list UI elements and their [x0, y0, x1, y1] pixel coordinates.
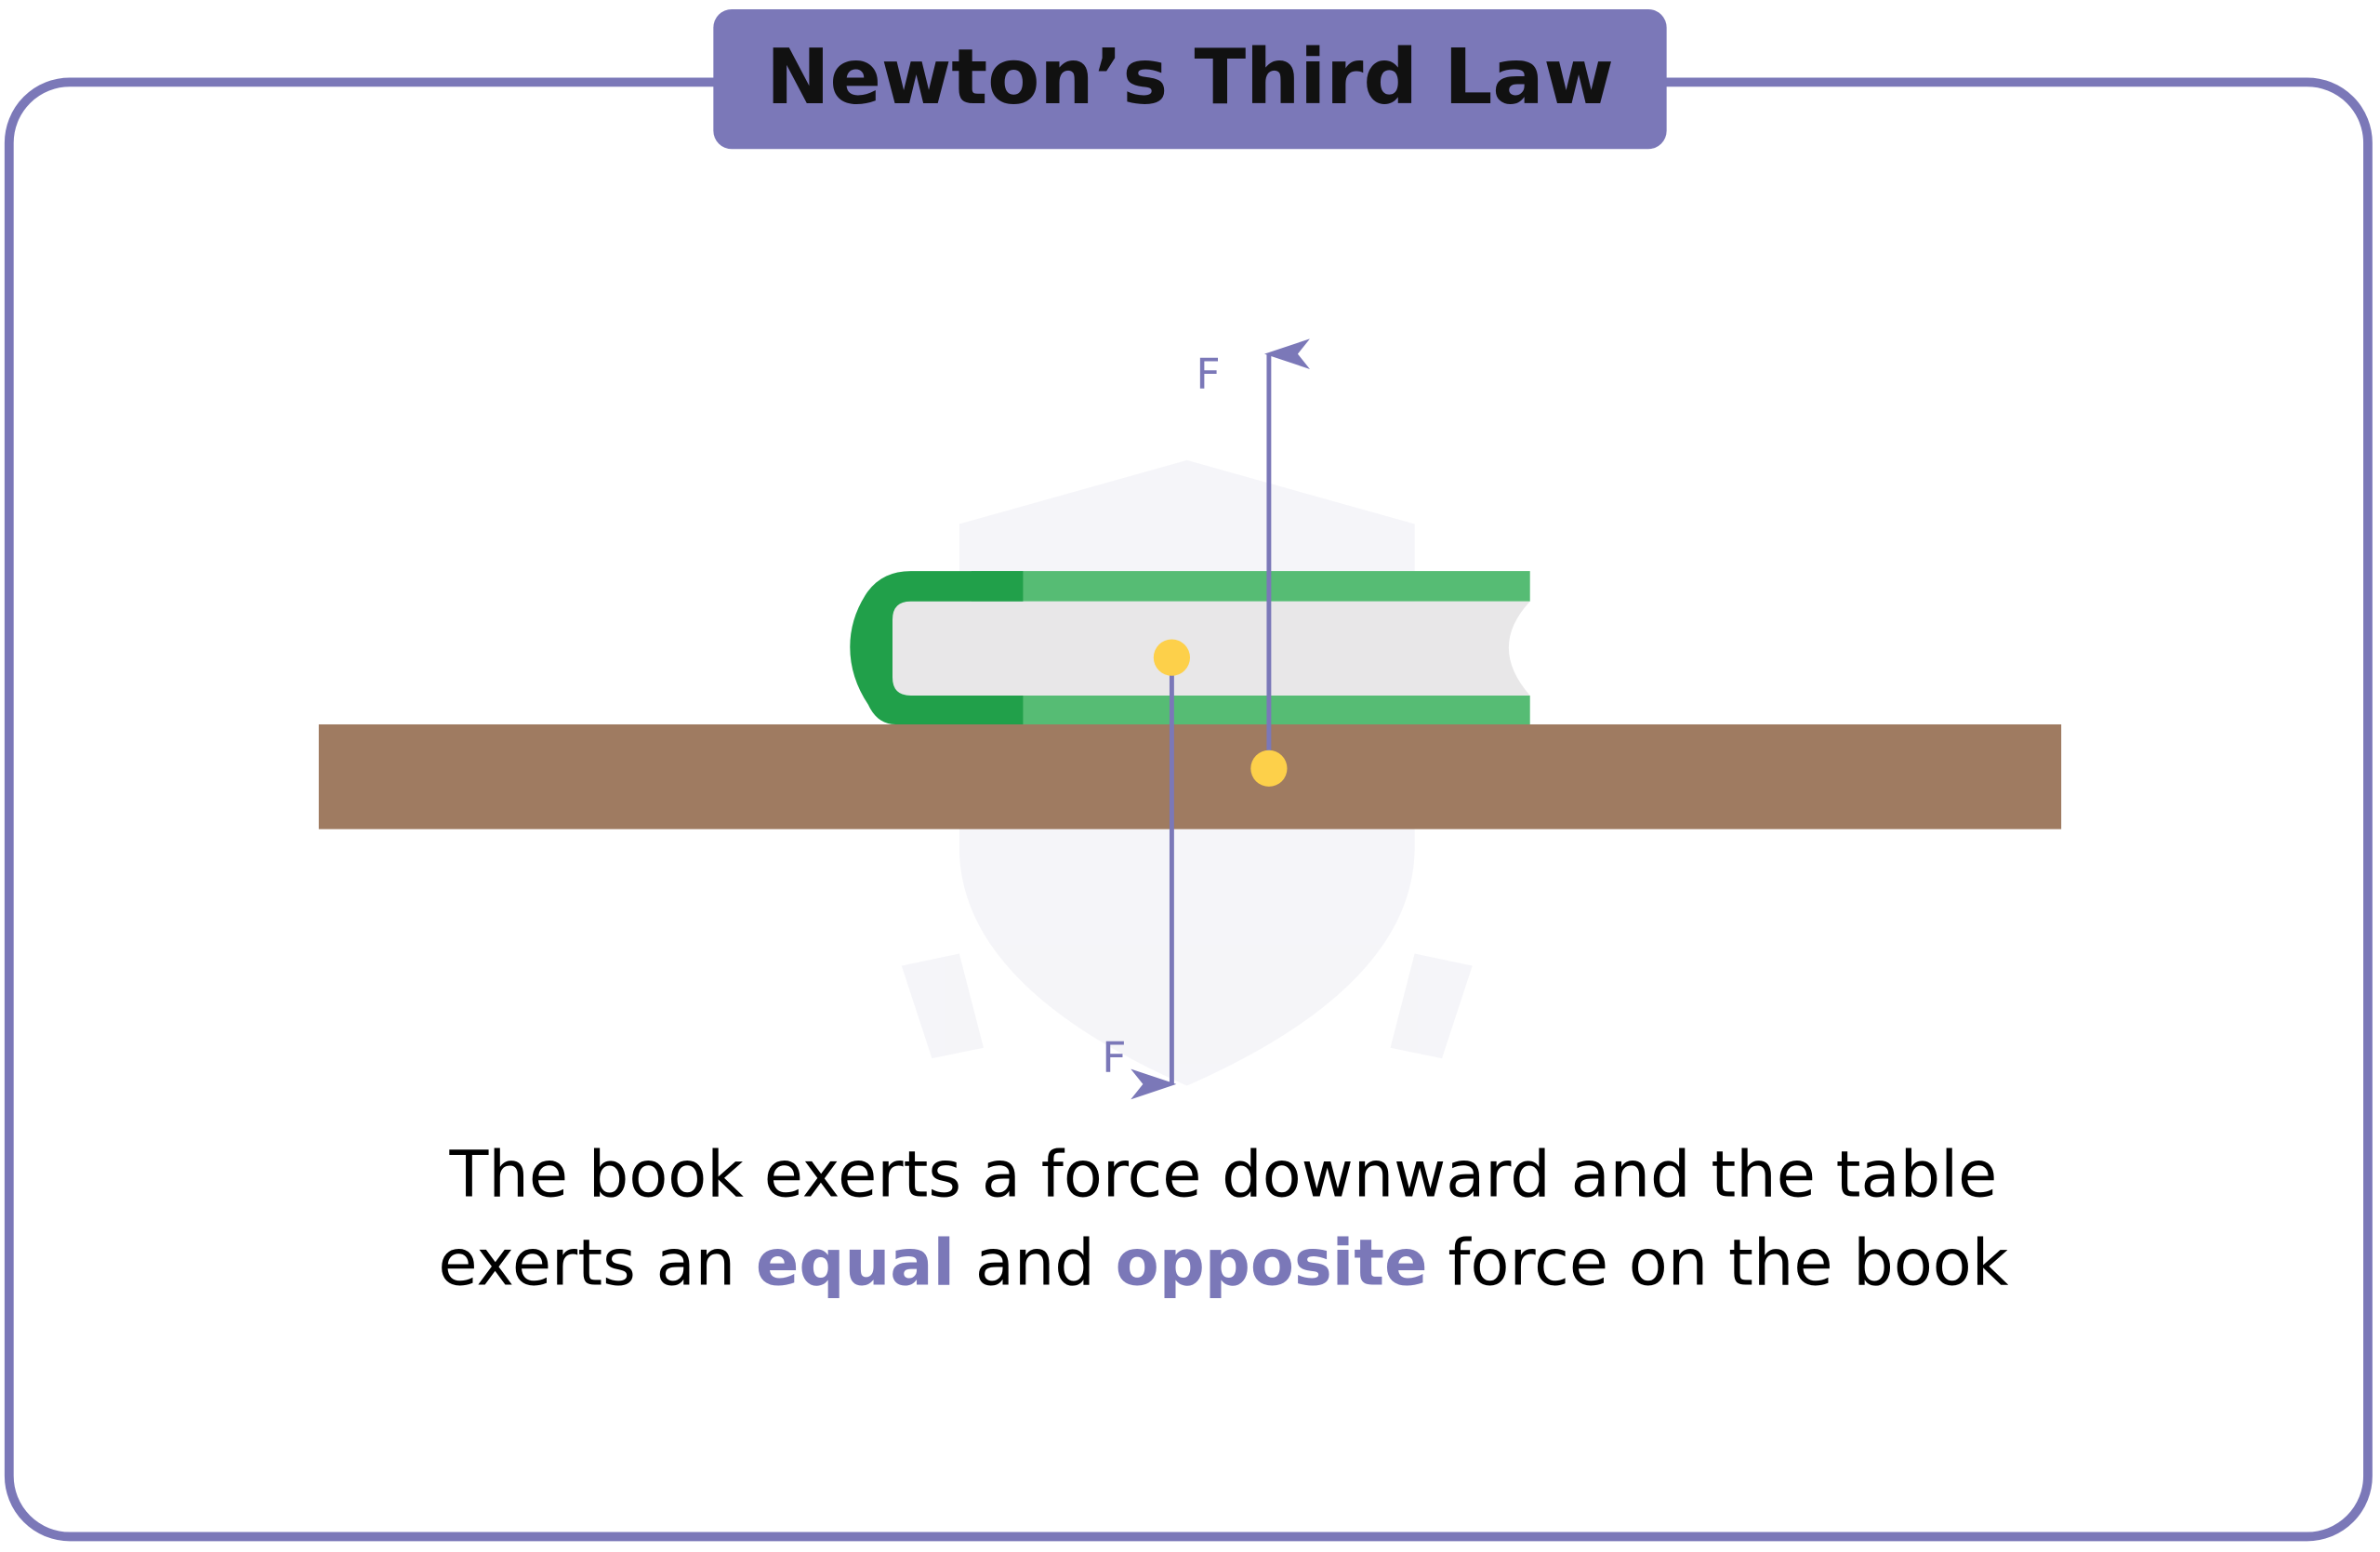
- upward-force-label: F: [1196, 350, 1220, 399]
- caption-text: force on the book: [1428, 1226, 2009, 1300]
- book-spine: [850, 571, 1024, 724]
- caption-text: The book exerts a force downward and the…: [449, 1138, 1998, 1213]
- highlight-equal: equal: [756, 1226, 955, 1300]
- page-title: Newton’s Third Law: [766, 33, 1614, 122]
- book-pages: [892, 601, 1530, 696]
- book-cover-bottom: [971, 695, 1530, 724]
- book-cover-top: [971, 571, 1530, 602]
- downward-force-label: F: [1102, 1033, 1126, 1082]
- caption-line-1: The book exerts a force downward and the…: [449, 1138, 1998, 1213]
- highlight-opposite: opposite: [1116, 1226, 1428, 1300]
- caption-line-2: exerts an equal and opposite force on th…: [438, 1226, 2008, 1300]
- title-banner: Newton’s Third Law: [713, 9, 1667, 150]
- book-force-point: [1153, 639, 1190, 676]
- caption-text: exerts an: [438, 1226, 755, 1300]
- table: [318, 723, 2062, 829]
- caption-text: and: [955, 1226, 1116, 1300]
- table-force-point: [1250, 749, 1288, 787]
- book: [850, 571, 1530, 724]
